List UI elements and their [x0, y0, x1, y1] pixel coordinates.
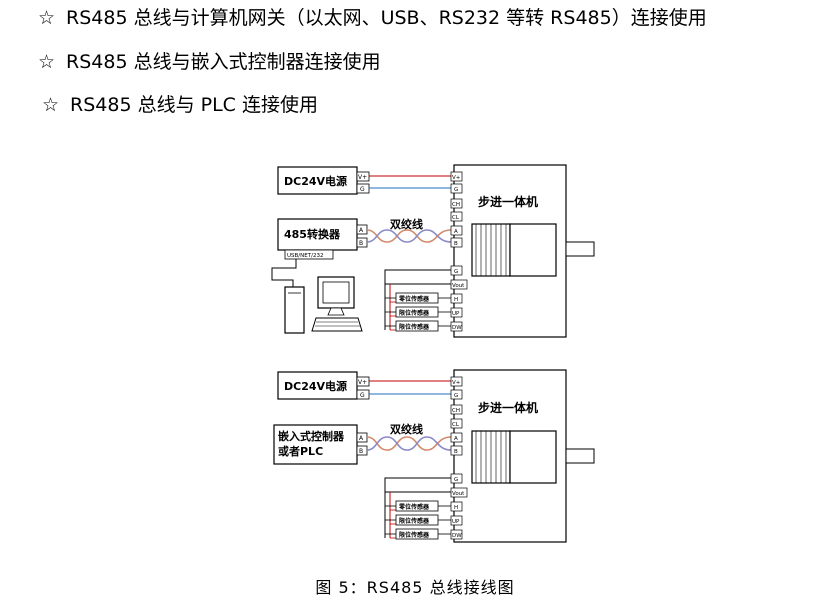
- sensor-label: 限位传感器: [399, 323, 430, 331]
- motor-pin-label: B: [454, 241, 458, 247]
- power-supply-label: DC24V电源: [284, 379, 347, 393]
- motor-pin-label: V+: [452, 175, 461, 181]
- motor-pin-label: G: [454, 269, 458, 275]
- bullet-text: RS485 总线与嵌入式控制器连接使用: [66, 51, 381, 73]
- twisted-wire-a: [366, 229, 452, 243]
- figure-caption: 图 5：RS485 总线接线图: [315, 578, 515, 597]
- diagram-bottom: DC24V电源 V+ G 嵌入式控制器 或者PLC A B 双绞线 步进一体机 …: [273, 369, 595, 543]
- motor-pin-label: A: [454, 229, 458, 235]
- power-pin-label: G: [360, 186, 365, 193]
- twisted-wire-b: [366, 229, 452, 243]
- twisted-wire-a: [366, 436, 452, 451]
- star-icon: ☆: [38, 7, 56, 29]
- stepper-motor-label: 步进一体机: [478, 400, 538, 415]
- sensor-label: 零位传感器: [398, 295, 430, 303]
- motor-pin-label: CL: [452, 215, 460, 221]
- power-pin-label: G: [360, 392, 365, 399]
- controller-pin-label: B: [359, 448, 363, 455]
- sensor-label: 限位传感器: [399, 309, 430, 317]
- sensor-label: 限位传感器: [399, 517, 430, 525]
- usb-cable: [271, 259, 297, 287]
- sensor-label: 零位传感器: [398, 503, 430, 511]
- motor-pin-label: H: [454, 297, 458, 303]
- power-pin-label: V+: [358, 174, 367, 181]
- motor-pin-label: DW: [452, 325, 462, 331]
- motor-pin-label: UP: [452, 519, 460, 525]
- motor-pins: V+ G CH CL A B G Vout H UP DW: [450, 376, 468, 540]
- motor-pin-label: Vout: [452, 283, 465, 289]
- keyboard-icon: [311, 317, 363, 332]
- bullet-plc: ☆ RS485 总线与 PLC 连接使用: [42, 93, 318, 117]
- motor-pin-label: CH: [452, 202, 460, 208]
- power-supply-label: DC24V电源: [284, 174, 347, 188]
- controller-label-2: 或者PLC: [278, 444, 323, 458]
- motor-pin-label: Vout: [452, 491, 465, 497]
- motor-pin-label: V+: [452, 380, 461, 386]
- motor-pins: V+ G CH CL A B G Vout H UP DW: [450, 171, 468, 332]
- converter-pin-label: A: [359, 227, 364, 234]
- controller-label: 嵌入式控制器: [278, 429, 345, 443]
- bullet-text: RS485 总线与计算机网关（以太网、USB、RS232 等转 RS485）连接…: [66, 7, 707, 29]
- star-icon: ☆: [42, 94, 60, 116]
- motor-pin-label: CH: [452, 408, 460, 414]
- controller-box: [273, 424, 358, 465]
- motor-pin-label: UP: [452, 311, 460, 317]
- power-pin-label: V+: [358, 379, 367, 386]
- motor-pin-label: CL: [452, 422, 460, 428]
- converter-port: [284, 249, 334, 260]
- motor-shaft: [565, 241, 595, 257]
- converter-box: [277, 218, 358, 251]
- power-supply-box: [277, 371, 358, 400]
- converter-pin-label: B: [359, 240, 363, 247]
- bullet-text: RS485 总线与 PLC 连接使用: [70, 94, 318, 116]
- bullet-embedded: ☆ RS485 总线与嵌入式控制器连接使用: [38, 50, 381, 74]
- diagram-top: DC24V电源 V+ G 485转换器 A B USB/NET/232 双绞线: [271, 164, 595, 338]
- motor-pin-label: DW: [452, 533, 462, 539]
- twisted-pair-label: 双绞线: [390, 422, 423, 436]
- motor-pin-label: H: [454, 505, 458, 511]
- twisted-wire-b: [366, 436, 452, 451]
- converter-label: 485转换器: [284, 227, 341, 241]
- twisted-pair-label: 双绞线: [390, 217, 423, 231]
- controller-pin-label: A: [359, 435, 364, 442]
- converter-port-label: USB/NET/232: [287, 253, 323, 259]
- pc-tower-icon: [284, 286, 305, 334]
- motor-pin-label: B: [454, 449, 458, 455]
- motor-pin-label: G: [454, 187, 458, 193]
- star-icon: ☆: [38, 51, 56, 73]
- motor-shaft: [565, 448, 595, 464]
- motor-pin-label: A: [454, 436, 458, 442]
- stepper-motor-label: 步进一体机: [478, 194, 538, 209]
- bullet-gateway: ☆ RS485 总线与计算机网关（以太网、USB、RS232 等转 RS485）连…: [38, 6, 707, 30]
- motor-pin-label: G: [454, 477, 458, 483]
- sensor-label: 限位传感器: [399, 531, 430, 539]
- motor-pin-label: G: [454, 393, 458, 399]
